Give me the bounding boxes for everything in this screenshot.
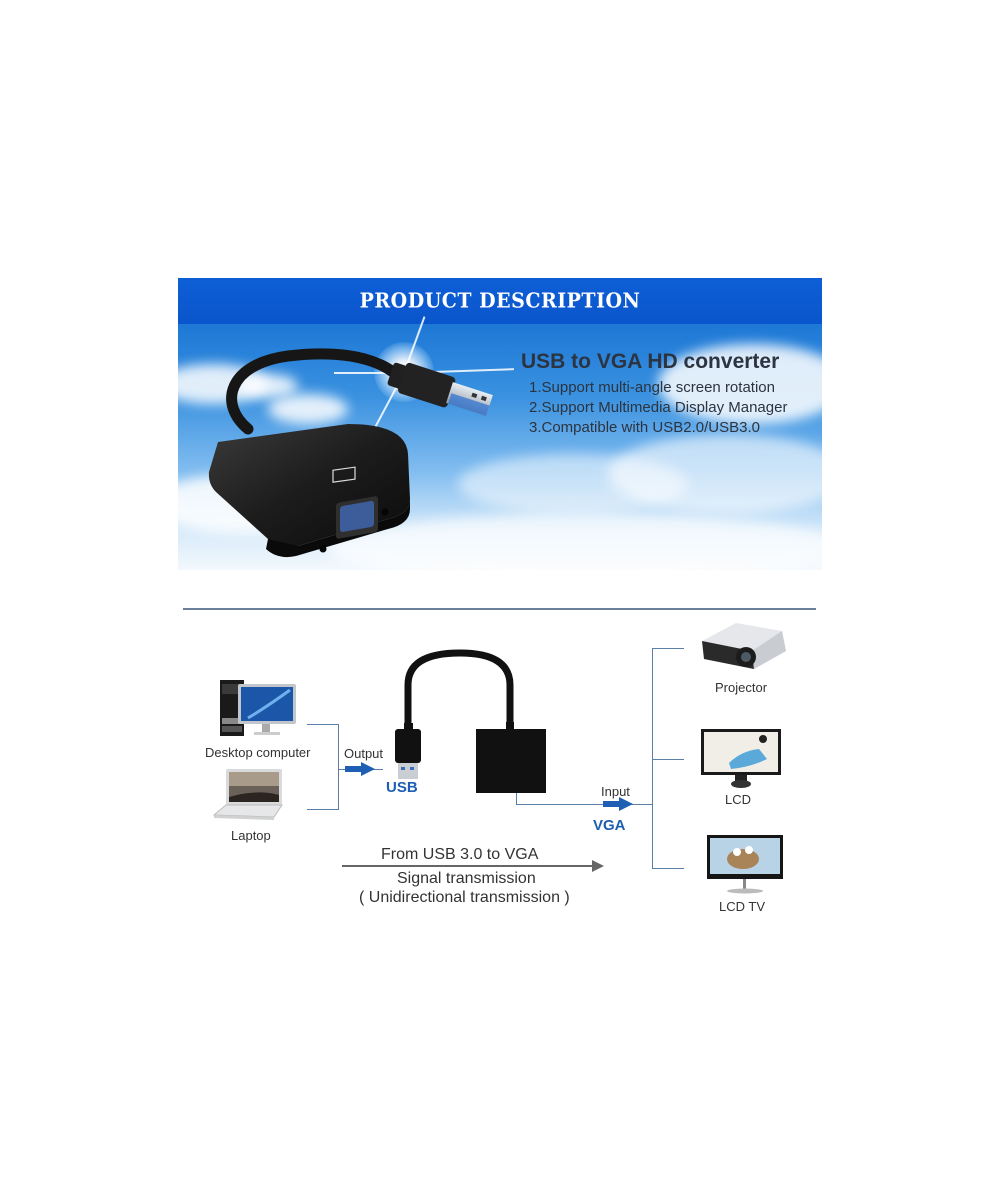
usb-vga-adapter-image — [208, 348, 493, 558]
projector-icon — [702, 623, 786, 669]
destination-label-lcd-tv: LCD TV — [719, 899, 765, 914]
vga-label: VGA — [593, 817, 626, 834]
adapter-schematic-icon — [395, 649, 546, 793]
output-arrow-icon — [345, 762, 375, 776]
source-label-desktop: Desktop computer — [205, 745, 311, 760]
feature-item: 2.Support Multimedia Display Manager — [529, 399, 788, 416]
banner-title: PRODUCT DESCRIPTION — [359, 288, 641, 314]
signal-flow-arrow-icon — [342, 860, 604, 872]
usb-label: USB — [386, 779, 418, 796]
lcd-tv-icon — [707, 835, 783, 894]
input-arrow-icon — [603, 797, 633, 811]
feature-item: 3.Compatible with USB2.0/USB3.0 — [529, 419, 760, 436]
feature-item: 1.Support multi-angle screen rotation — [529, 379, 775, 396]
lcd-monitor-icon — [701, 729, 781, 788]
unidirectional-label: ( Unidirectional transmission ) — [359, 889, 570, 906]
output-label: Output — [344, 746, 384, 761]
banner-header: PRODUCT DESCRIPTION — [178, 278, 822, 324]
signal-transmission-label: Signal transmission — [397, 870, 536, 887]
destination-label-lcd: LCD — [725, 792, 752, 807]
desktop-computer-icon — [220, 680, 296, 736]
flow-direction-label: From USB 3.0 to VGA — [381, 846, 539, 863]
sky-background: USB to VGA HD converter 1.Support multi-… — [178, 316, 822, 570]
section-divider — [183, 608, 816, 610]
input-label: Input — [601, 784, 630, 799]
product-title: USB to VGA HD converter — [521, 350, 780, 373]
source-label-laptop: Laptop — [231, 828, 271, 843]
feature-block: USB to VGA HD converter 1.Support multi-… — [521, 350, 787, 438]
laptop-icon — [212, 769, 283, 820]
product-banner: PRODUCT DESCRIPTION — [178, 278, 822, 570]
destination-label-projector: Projector — [715, 680, 768, 695]
